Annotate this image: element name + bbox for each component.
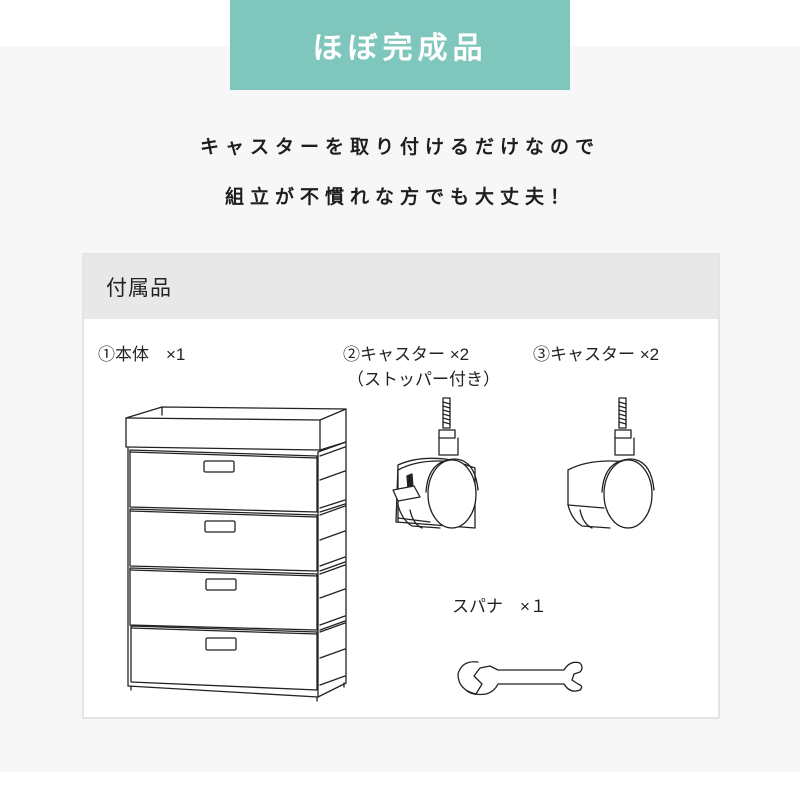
item-caster-label: ③キャスター ×2 — [533, 345, 660, 364]
accessories-heading: 付属品 — [106, 277, 172, 300]
item-caster-stopper-label: ②キャスター ×2 — [343, 345, 470, 364]
banner-title: ほぼ完成品 — [312, 31, 488, 66]
item-spanner-label: スパナ ×１ — [452, 597, 547, 616]
item-body-label: ①本体 ×1 — [98, 345, 186, 364]
lead-text-line-1: キャスターを取り付けるだけなので — [199, 136, 600, 158]
title-banner: ほぼ完成品 — [230, 0, 570, 90]
accessories-header: 付属品 — [84, 255, 718, 319]
lead-text-line-2: 組立が不慣れな方でも大丈夫！ — [224, 186, 575, 208]
item-caster-stopper-sublabel: （ストッパー付き） — [347, 370, 500, 389]
